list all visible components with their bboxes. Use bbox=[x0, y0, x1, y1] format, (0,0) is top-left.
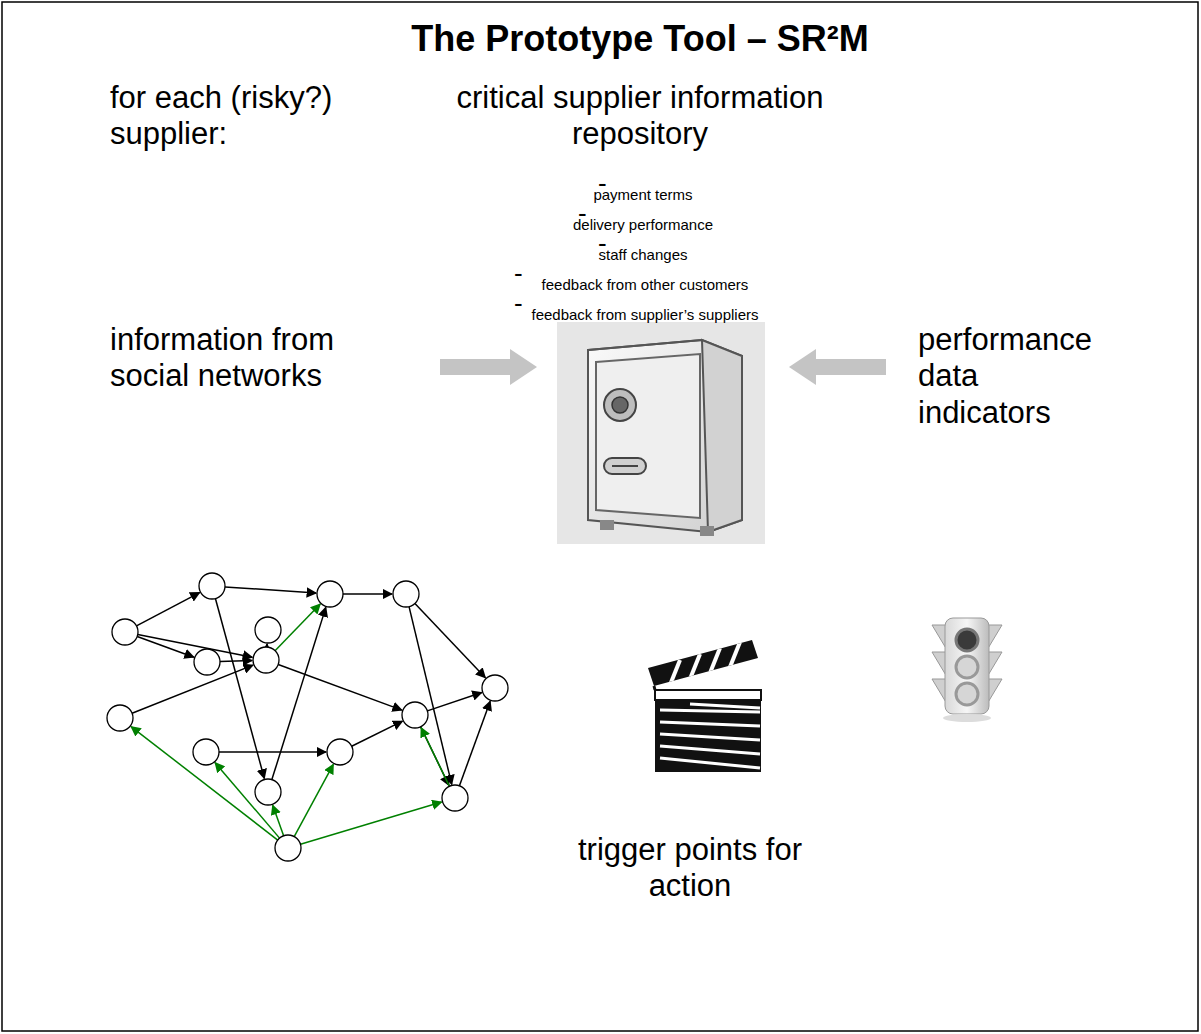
network-link bbox=[275, 604, 320, 651]
section-label: performance data indicators bbox=[918, 322, 1118, 431]
input-arrow bbox=[789, 349, 886, 385]
network-node bbox=[255, 779, 281, 805]
network-link bbox=[294, 764, 333, 836]
network-link bbox=[421, 728, 449, 787]
title: The Prototype Tool – SR²M bbox=[190, 18, 1090, 60]
list-item: delivery performance bbox=[493, 216, 793, 234]
network-link bbox=[138, 635, 253, 658]
section-label: critical supplier information repository bbox=[450, 80, 830, 153]
list-item: feedback from supplier’s suppliers bbox=[495, 306, 795, 324]
network-link bbox=[225, 587, 316, 593]
network-node bbox=[402, 702, 428, 728]
network-node bbox=[199, 573, 225, 599]
network-node bbox=[482, 675, 508, 701]
network-node bbox=[255, 617, 281, 643]
section-label: for each (risky?) supplier: bbox=[110, 80, 385, 153]
network-link bbox=[132, 665, 253, 713]
network-link bbox=[459, 701, 490, 786]
network-link bbox=[131, 727, 278, 840]
list-item: staff changes bbox=[493, 246, 793, 264]
clapperboard-icon bbox=[648, 640, 761, 772]
network-link bbox=[427, 692, 481, 710]
network-link bbox=[415, 603, 485, 677]
network-link bbox=[136, 593, 199, 626]
bullet-dash: - bbox=[514, 258, 523, 288]
list-item: feedback from other customers bbox=[495, 276, 795, 294]
network-link bbox=[421, 727, 449, 786]
network-link bbox=[300, 802, 441, 844]
traffic-light-icon bbox=[932, 618, 1002, 722]
network-node bbox=[317, 581, 343, 607]
network-node bbox=[393, 581, 419, 607]
network-node bbox=[193, 739, 219, 765]
network-node bbox=[253, 647, 279, 673]
network-node bbox=[327, 739, 353, 765]
network-node bbox=[442, 785, 468, 811]
network-link bbox=[343, 593, 392, 595]
network-link bbox=[273, 805, 284, 836]
network-link bbox=[220, 660, 252, 661]
section-label: trigger points for action bbox=[550, 832, 830, 905]
social-network-graph bbox=[107, 573, 508, 861]
network-node bbox=[194, 649, 220, 675]
network-node bbox=[275, 835, 301, 861]
network-node bbox=[112, 619, 138, 645]
network-link bbox=[278, 665, 402, 711]
input-arrow bbox=[440, 349, 537, 385]
section-label: information from social networks bbox=[110, 322, 400, 395]
list-item: payment terms bbox=[493, 186, 793, 204]
network-link bbox=[219, 751, 326, 753]
bullet-dash: - bbox=[514, 288, 523, 318]
network-node bbox=[107, 705, 133, 731]
safe-icon bbox=[557, 322, 765, 544]
network-link bbox=[352, 721, 403, 746]
network-link bbox=[409, 607, 452, 785]
